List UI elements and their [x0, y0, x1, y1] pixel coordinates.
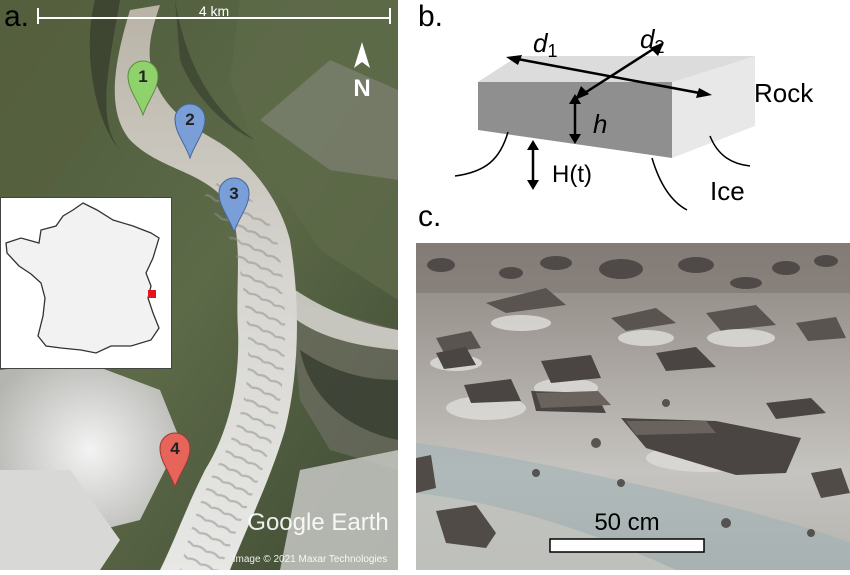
rock-side-face — [672, 56, 755, 158]
france-inset-map — [0, 197, 172, 369]
panel-a-satellite-map: 4 km N 1 2 3 4 Google Earth Image © 2021… — [0, 0, 398, 570]
google-earth-watermark: Google Earth — [247, 509, 388, 536]
photo-scale-label: 50 cm — [594, 509, 659, 536]
ice-surface-right — [709, 135, 751, 167]
glacier-table-photo: 50 cm — [416, 243, 850, 570]
panel-c-label: c. — [418, 200, 442, 233]
map-marker-2: 2 — [174, 103, 206, 160]
ht-label: H(t) — [552, 161, 592, 188]
rock-on-ice-diagram: d1 d2 h H(t) Rock Ice — [454, 24, 814, 211]
ice-surface-left — [454, 131, 509, 177]
north-arrow-icon: N — [353, 42, 371, 102]
d1-arrow — [506, 55, 712, 98]
map-marker-3: 3 — [218, 177, 250, 234]
marker-1-label: 1 — [138, 67, 147, 86]
marker-3-label: 3 — [229, 184, 238, 203]
panel-c-photograph: 50 cm — [416, 243, 850, 570]
map-scale-label: 4 km — [199, 3, 229, 19]
d2-arrow — [575, 42, 664, 100]
panel-b-schematic: d1 d2 h H(t) Rock Ice b. — [400, 0, 850, 232]
photo-scale-bar: 50 cm — [549, 509, 705, 553]
marker-4-label: 4 — [170, 439, 180, 458]
d1-label: d1 — [533, 28, 557, 61]
ice-label: Ice — [710, 176, 745, 206]
rock-label: Rock — [754, 78, 814, 108]
imagery-credit: Image © 2021 Maxar Technologies — [233, 554, 388, 565]
map-marker-1: 1 — [127, 60, 159, 117]
panel-a-label: a. — [4, 0, 30, 33]
marker-2-label: 2 — [185, 110, 194, 129]
france-outline — [5, 202, 160, 354]
map-scale-bar: 4 km — [37, 3, 391, 24]
map-marker-4: 4 — [159, 432, 191, 489]
h-label: h — [593, 109, 607, 139]
d2-label: d2 — [640, 24, 664, 57]
ice-surface-middle — [651, 157, 688, 211]
panel-b-label: b. — [418, 0, 444, 33]
north-label: N — [353, 75, 370, 102]
satellite-image: 4 km N 1 2 3 4 Google Earth Image © 2021… — [0, 0, 398, 570]
study-site-marker — [148, 290, 156, 298]
h-arrow — [569, 94, 581, 144]
ht-arrow — [527, 140, 539, 190]
